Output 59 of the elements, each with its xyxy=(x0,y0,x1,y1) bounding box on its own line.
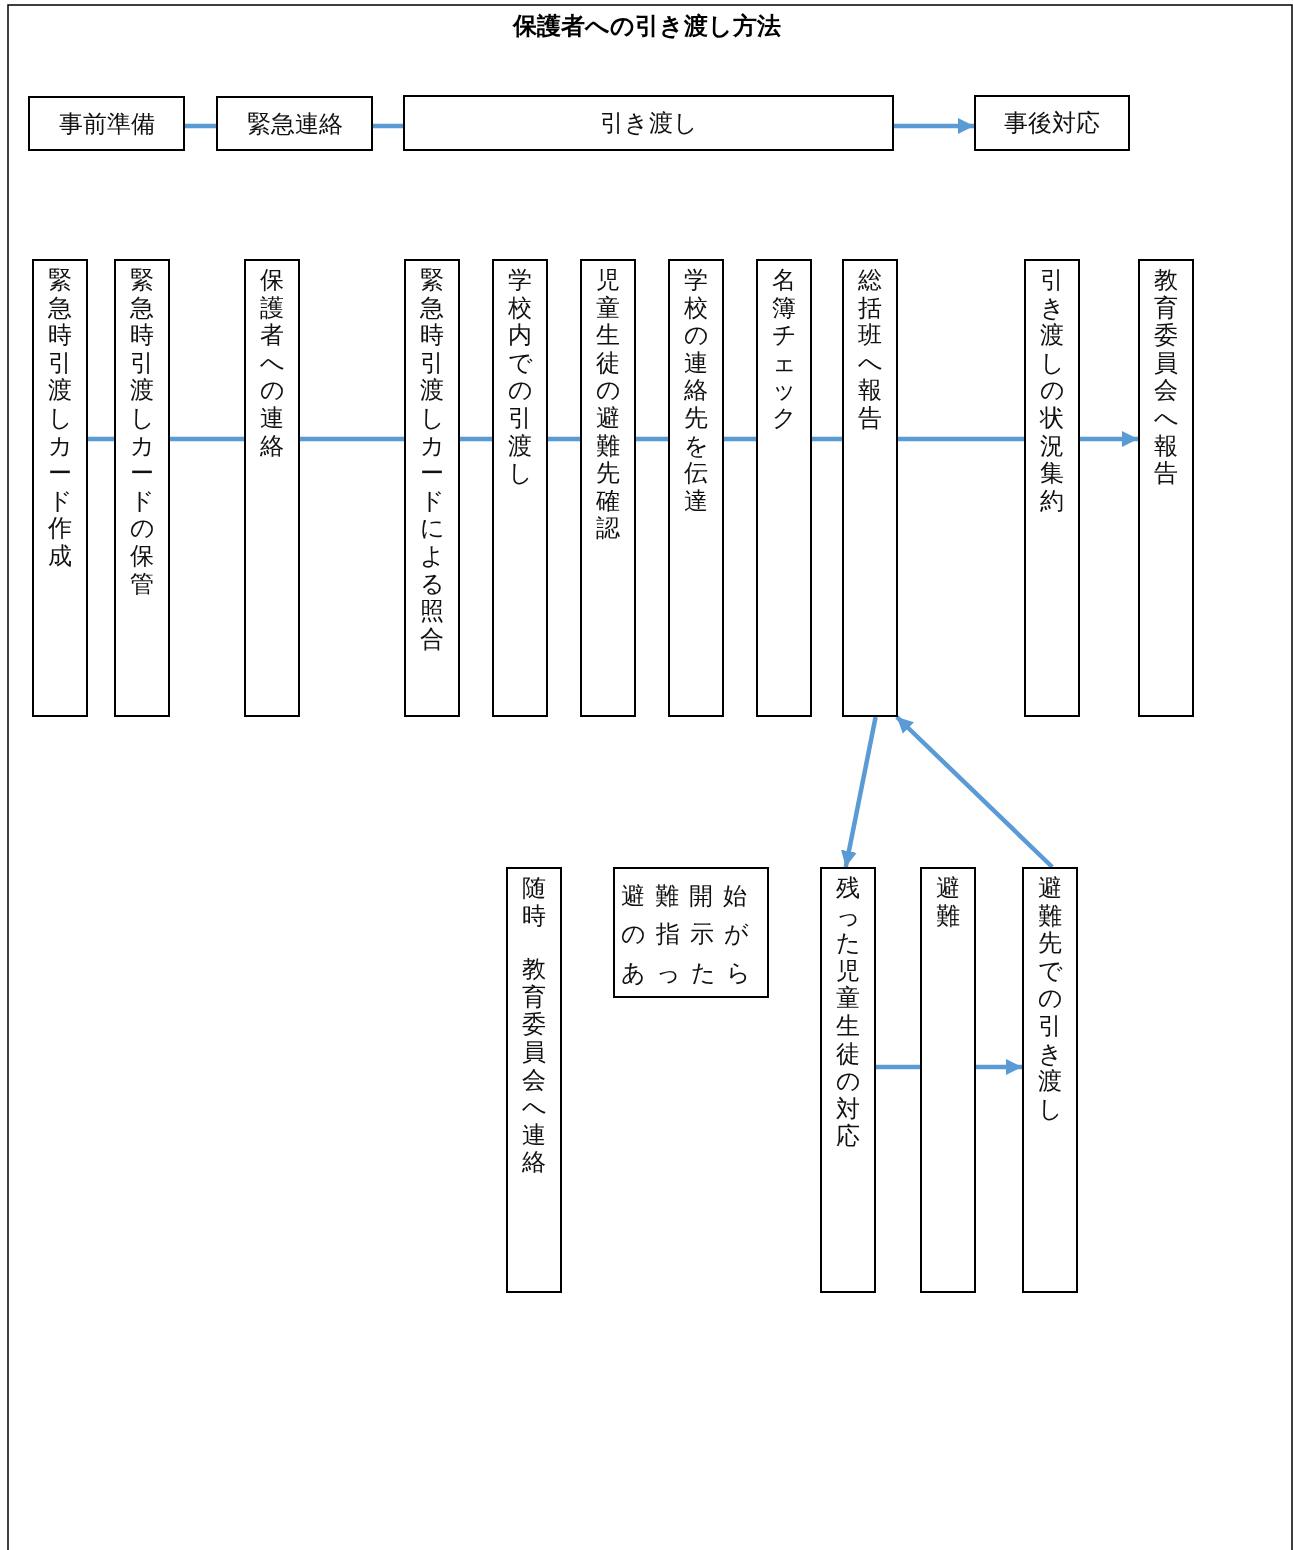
box-label: 保護者への連絡 xyxy=(260,267,284,461)
connector-line xyxy=(812,436,842,442)
box-label: 残った児童生徒の対応 xyxy=(836,875,860,1151)
process-box xyxy=(920,867,976,1293)
box-label: 引き渡しの状況集約 xyxy=(1040,267,1064,516)
box-label: 事後対応 xyxy=(1004,108,1100,139)
arrow xyxy=(1080,431,1138,447)
connector-line xyxy=(185,123,216,129)
process-box xyxy=(668,259,724,717)
box-label: 避難開始の指示があったら xyxy=(621,881,761,988)
process-box xyxy=(613,867,769,998)
process-box xyxy=(1022,867,1078,1293)
box-label: 避難先での引き渡し xyxy=(1038,875,1062,1124)
connector-line xyxy=(724,436,756,442)
box-label: 学校内での引渡し xyxy=(508,267,532,488)
box-label: 教育委員会へ報告 xyxy=(1154,267,1178,488)
process-box xyxy=(404,259,460,717)
process-box xyxy=(1024,259,1080,717)
connector-line xyxy=(300,436,404,442)
box-label: 緊急時引渡しカード作成 xyxy=(48,267,72,571)
process-box xyxy=(403,95,894,151)
process-box xyxy=(820,867,876,1293)
connector-line xyxy=(636,436,668,442)
process-box xyxy=(842,259,898,717)
arrow xyxy=(841,716,878,868)
box-label: 総括班へ報告 xyxy=(858,267,882,433)
process-box xyxy=(28,96,185,151)
diagram-title: 保護者への引き渡し方法 xyxy=(512,12,781,40)
box-label: 事前準備 xyxy=(58,108,155,140)
box-label: 教育委員会へ連絡 xyxy=(522,956,546,1177)
box-label: 児童生徒の避難先確認 xyxy=(596,267,620,543)
connector-line xyxy=(876,1064,920,1070)
process-box xyxy=(974,95,1130,151)
box-label: 引き渡し xyxy=(599,108,698,139)
arrow xyxy=(894,118,974,134)
box-label: 緊急連絡 xyxy=(246,108,343,140)
box-label: 名簿チェック xyxy=(772,267,796,433)
box-label: 随時 xyxy=(522,875,546,931)
connector-line xyxy=(548,436,580,442)
box-label: 避難 xyxy=(936,875,960,931)
connector-line xyxy=(460,436,492,442)
box-label: 学校の連絡先を伝達 xyxy=(684,267,708,516)
process-box xyxy=(32,259,88,717)
process-box xyxy=(506,867,562,1293)
connector-line xyxy=(88,436,114,442)
process-box xyxy=(756,259,812,717)
box-label: 緊急時引渡しカードによる照合 xyxy=(420,267,444,654)
process-box xyxy=(1138,259,1194,717)
connector-line xyxy=(898,436,1024,442)
process-box xyxy=(216,96,373,151)
arrow xyxy=(976,1059,1022,1075)
process-box xyxy=(492,259,548,717)
process-box xyxy=(244,259,300,717)
process-box xyxy=(114,259,170,717)
connector-line xyxy=(373,123,403,129)
connector-line xyxy=(170,436,244,442)
process-box xyxy=(580,259,636,717)
box-label: 緊急時引渡しカードの保管 xyxy=(130,267,154,599)
arrow xyxy=(895,715,1054,869)
